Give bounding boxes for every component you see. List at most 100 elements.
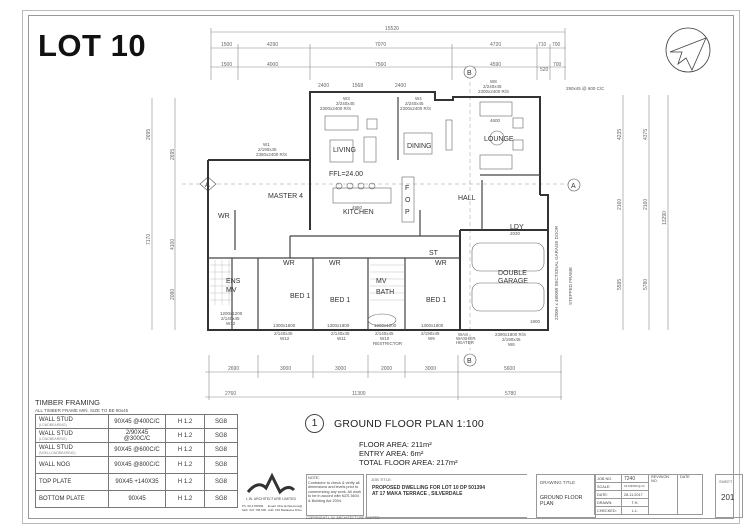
- floor-area: FLOOR AREA: 211m²: [359, 440, 432, 449]
- sheet-border-inner: [28, 15, 734, 519]
- table-row: WALL STUD(NON-LOADBEARING) 90X45 @600C/C…: [35, 442, 238, 457]
- svg-text:1500: 1500: [221, 62, 232, 68]
- svg-text:1200x1200: 1200x1200: [374, 323, 397, 328]
- lot-title: LOT 10: [38, 28, 147, 63]
- svg-text:4100: 4100: [170, 239, 176, 250]
- svg-text:7560: 7560: [375, 62, 386, 68]
- svg-text:2/140x45: 2/140x45: [375, 331, 394, 336]
- svg-text:B: B: [467, 358, 472, 365]
- svg-text:2/190x45: 2/190x45: [258, 147, 277, 152]
- grid-marker-a-right: A: [567, 178, 581, 192]
- svg-text:W10: W10: [380, 336, 390, 341]
- sheet-number: 201: [721, 493, 735, 502]
- svg-text:7170: 7170: [146, 234, 152, 245]
- svg-text:RESTRICTOR: RESTRICTOR: [373, 341, 403, 346]
- room-mv-ens: MV: [226, 287, 237, 294]
- svg-text:2390x1800 R/S: 2390x1800 R/S: [495, 332, 526, 337]
- svg-text:2300x2400 R/S: 2300x2400 R/S: [400, 106, 431, 111]
- room-kitchen: KITCHEN: [343, 209, 374, 216]
- floor-level: FFL=24.00: [329, 171, 363, 178]
- exterior-walls: [207, 91, 549, 331]
- grid-marker-b-top: B: [463, 65, 477, 79]
- svg-text:2/240x45: 2/240x45: [405, 101, 424, 106]
- title-block: L.W. ARCHITECTURE LIMITED Ph. 09-4700596…: [240, 470, 748, 522]
- svg-text:STEPPED FRAME: STEPPED FRAME: [568, 267, 573, 305]
- svg-text:4235: 4235: [617, 129, 623, 140]
- room-wr-b: WR: [329, 260, 341, 267]
- svg-text:710: 710: [538, 42, 547, 48]
- svg-text:W12: W12: [226, 321, 236, 326]
- svg-text:W6: W6: [508, 342, 515, 347]
- plan-title: GROUND FLOOR PLAN 1:100: [334, 417, 484, 430]
- job-title-box: JOB TITLE: PROPOSED DWELLING FOR LOT 10 …: [366, 474, 527, 518]
- svg-text:F: F: [405, 185, 409, 192]
- left-dimensions: [151, 98, 176, 330]
- svg-text:2/140x45: 2/140x45: [274, 331, 293, 336]
- north-arrow-icon: [665, 27, 711, 73]
- table-row: WALL STUD(LOADBEARING) 2/90X45 @300C/C H…: [35, 428, 238, 443]
- svg-text:4720: 4720: [490, 42, 501, 48]
- room-bed-c: BED 1: [426, 297, 446, 304]
- room-garage-2: GARAGE: [498, 278, 528, 285]
- svg-text:2695: 2695: [146, 129, 152, 140]
- sheet-border-outer: [22, 10, 740, 524]
- svg-text:13290: 13290: [662, 211, 668, 225]
- rafter-note: 290x45 @ 600 C/C: [566, 86, 605, 91]
- svg-text:1300x1600: 1300x1600: [273, 323, 296, 328]
- svg-text:5600: 5600: [504, 366, 515, 372]
- firm-logo: L.W. ARCHITECTURE LIMITED Ph. 09-4700596…: [240, 470, 317, 515]
- interior-walls: [208, 97, 540, 330]
- grid-lines: [182, 75, 580, 350]
- svg-text:1500: 1500: [221, 42, 232, 48]
- svg-text:W8: W8: [490, 79, 497, 84]
- svg-text:11300: 11300: [352, 391, 366, 397]
- svg-text:3000: 3000: [280, 366, 291, 372]
- svg-text:2/240x45: 2/240x45: [483, 84, 502, 89]
- contractor-note: NOTE: Contractor to check & verify all d…: [306, 474, 364, 516]
- room-garage-1: DOUBLE: [498, 270, 527, 277]
- table-row: WALL STUD(LOADBEARING) 90X45 @400C/C H 1…: [35, 414, 238, 429]
- svg-text:2300x2400 R/S: 2300x2400 R/S: [320, 106, 351, 111]
- area-summary: FLOOR AREA: 211m² ENTRY AREA: 6m² TOTAL …: [359, 440, 458, 467]
- plan-label: 1 GROUND FLOOR PLAN 1:100: [305, 414, 484, 433]
- svg-text:1200x1200: 1200x1200: [220, 311, 243, 316]
- svg-text:4000: 4000: [267, 62, 278, 68]
- svg-text:2200H x 4800W SECTIONAL GARAGE: 2200H x 4800W SECTIONAL GARAGE DOOR: [554, 225, 559, 320]
- svg-text:A: A: [571, 183, 576, 190]
- copyright: COPYRIGHT L.W. ARCHITECTURE LIMITED: [306, 516, 380, 520]
- svg-text:W9: W9: [428, 336, 435, 341]
- svg-text:B: B: [467, 70, 472, 77]
- svg-text:3000: 3000: [335, 366, 346, 372]
- sheet-number-box: SHEET 201: [715, 474, 743, 518]
- svg-text:2080: 2080: [170, 289, 176, 300]
- room-dining: DINING: [407, 143, 432, 150]
- top-dimensions: [210, 28, 566, 80]
- svg-text:Email: lchw.architecture@gmail: Email: lchw.architecture@gmail.com: [268, 504, 302, 508]
- svg-text:2/190x45: 2/190x45: [502, 337, 521, 342]
- svg-text:2160: 2160: [643, 199, 649, 210]
- svg-text:4850: 4850: [352, 205, 363, 210]
- svg-text:Add. 159 Matakana Drive, Orew: Add. 159 Matakana Drive, Orewa: [268, 508, 302, 512]
- svg-text:4375: 4375: [643, 129, 649, 140]
- svg-text:2000: 2000: [381, 366, 392, 372]
- svg-text:7070: 7070: [375, 42, 386, 48]
- svg-text:WAS: WAS: [458, 332, 468, 337]
- svg-text:4290: 4290: [267, 42, 278, 48]
- svg-text:5595: 5595: [617, 279, 623, 290]
- svg-text:700: 700: [553, 62, 562, 68]
- svg-text:1300x1800: 1300x1800: [327, 323, 350, 328]
- svg-text:2300x2400 R/S: 2300x2400 R/S: [478, 89, 509, 94]
- timber-framing-schedule: TIMBER FRAMING ALL TIMBER FRAME MIN. SIZ…: [35, 398, 238, 508]
- timber-framing-table: WALL STUD(LOADBEARING) 90X45 @400C/C H 1…: [35, 414, 238, 508]
- svg-text:L.W. ARCHITECTURE LIMITED: L.W. ARCHITECTURE LIMITED: [246, 497, 296, 501]
- logo-icon: L.W. ARCHITECTURE LIMITED Ph. 09-4700596…: [242, 472, 317, 512]
- svg-text:2/240x45: 2/240x45: [336, 101, 355, 106]
- room-st: ST: [429, 250, 439, 257]
- svg-text:2400: 2400: [318, 83, 329, 89]
- right-dimensions: [622, 95, 669, 330]
- total-floor-area: TOTAL FLOOR AREA: 217m²: [359, 458, 458, 467]
- room-bed-b: BED 1: [330, 297, 350, 304]
- svg-text:O: O: [405, 197, 411, 204]
- svg-text:5780: 5780: [505, 391, 516, 397]
